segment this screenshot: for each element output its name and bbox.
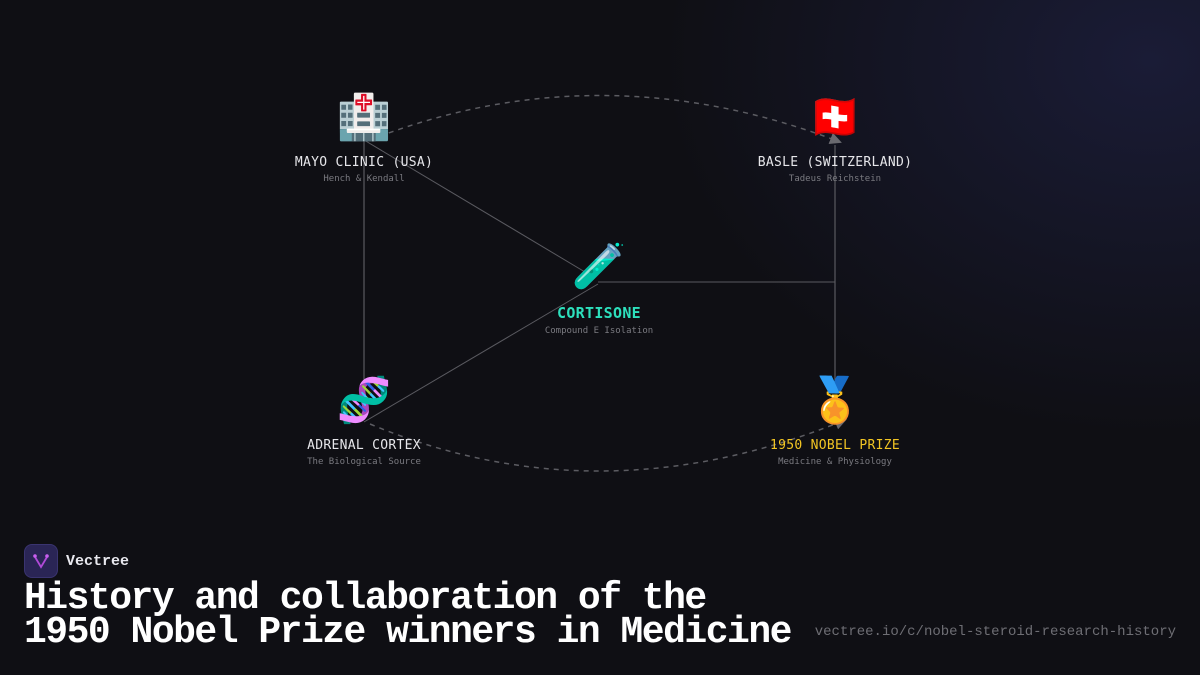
- node-subtitle: Compound E Isolation: [544, 326, 654, 336]
- brand[interactable]: Vectree: [24, 544, 129, 578]
- node-title: ADRENAL CORTEX: [307, 438, 421, 453]
- node-title: BASLE (SWITZERLAND): [757, 155, 913, 170]
- swiss-flag-icon: 🇨🇭: [807, 92, 863, 143]
- title-line-1: History and collaboration of the: [24, 577, 707, 620]
- node-title: MAYO CLINIC (USA): [294, 155, 434, 170]
- node-nobel-prize: 🏅 1950 NOBEL PRIZE Medicine & Physiology: [769, 375, 901, 468]
- edge-mayo-cortisone: [363, 139, 591, 276]
- node-mayo-clinic: 🏥 MAYO CLINIC (USA) Hench & Kendall: [294, 92, 434, 185]
- brand-name: Vectree: [66, 552, 130, 570]
- node-cortisone: 🧪 CORTISONE Compound E Isolation: [544, 241, 654, 337]
- dna-icon: 🧬: [336, 375, 392, 426]
- node-title: 1950 NOBEL PRIZE: [769, 438, 901, 453]
- medal-icon: 🏅: [807, 375, 863, 426]
- source-url-link[interactable]: vectree.io/c/nobel-steroid-research-hist…: [814, 624, 1176, 640]
- node-subtitle: Medicine & Physiology: [778, 457, 892, 467]
- page-title: History and collaboration of the 1950 No…: [24, 577, 792, 654]
- edge-adrenal-cortisone: [363, 283, 599, 423]
- edge-adrenal-nobel-arc: [369, 418, 847, 472]
- vectree-logo-icon: [24, 544, 58, 578]
- node-subtitle: The Biological Source: [307, 457, 421, 467]
- edge-mayo-basle-arc: [369, 94, 842, 145]
- test-tube-icon: 🧪: [571, 241, 627, 292]
- title-line-2: 1950 Nobel Prize winners in Medicine: [24, 611, 792, 654]
- node-title: CORTISONE: [557, 304, 641, 322]
- node-subtitle: Tadeus Reichstein: [788, 174, 882, 184]
- hospital-icon: 🏥: [336, 92, 392, 143]
- node-adrenal-cortex: 🧬 ADRENAL CORTEX The Biological Source: [307, 375, 421, 468]
- node-subtitle: Hench & Kendall: [323, 174, 405, 184]
- node-basle: 🇨🇭 BASLE (SWITZERLAND) Tadeus Reichstein: [757, 92, 913, 185]
